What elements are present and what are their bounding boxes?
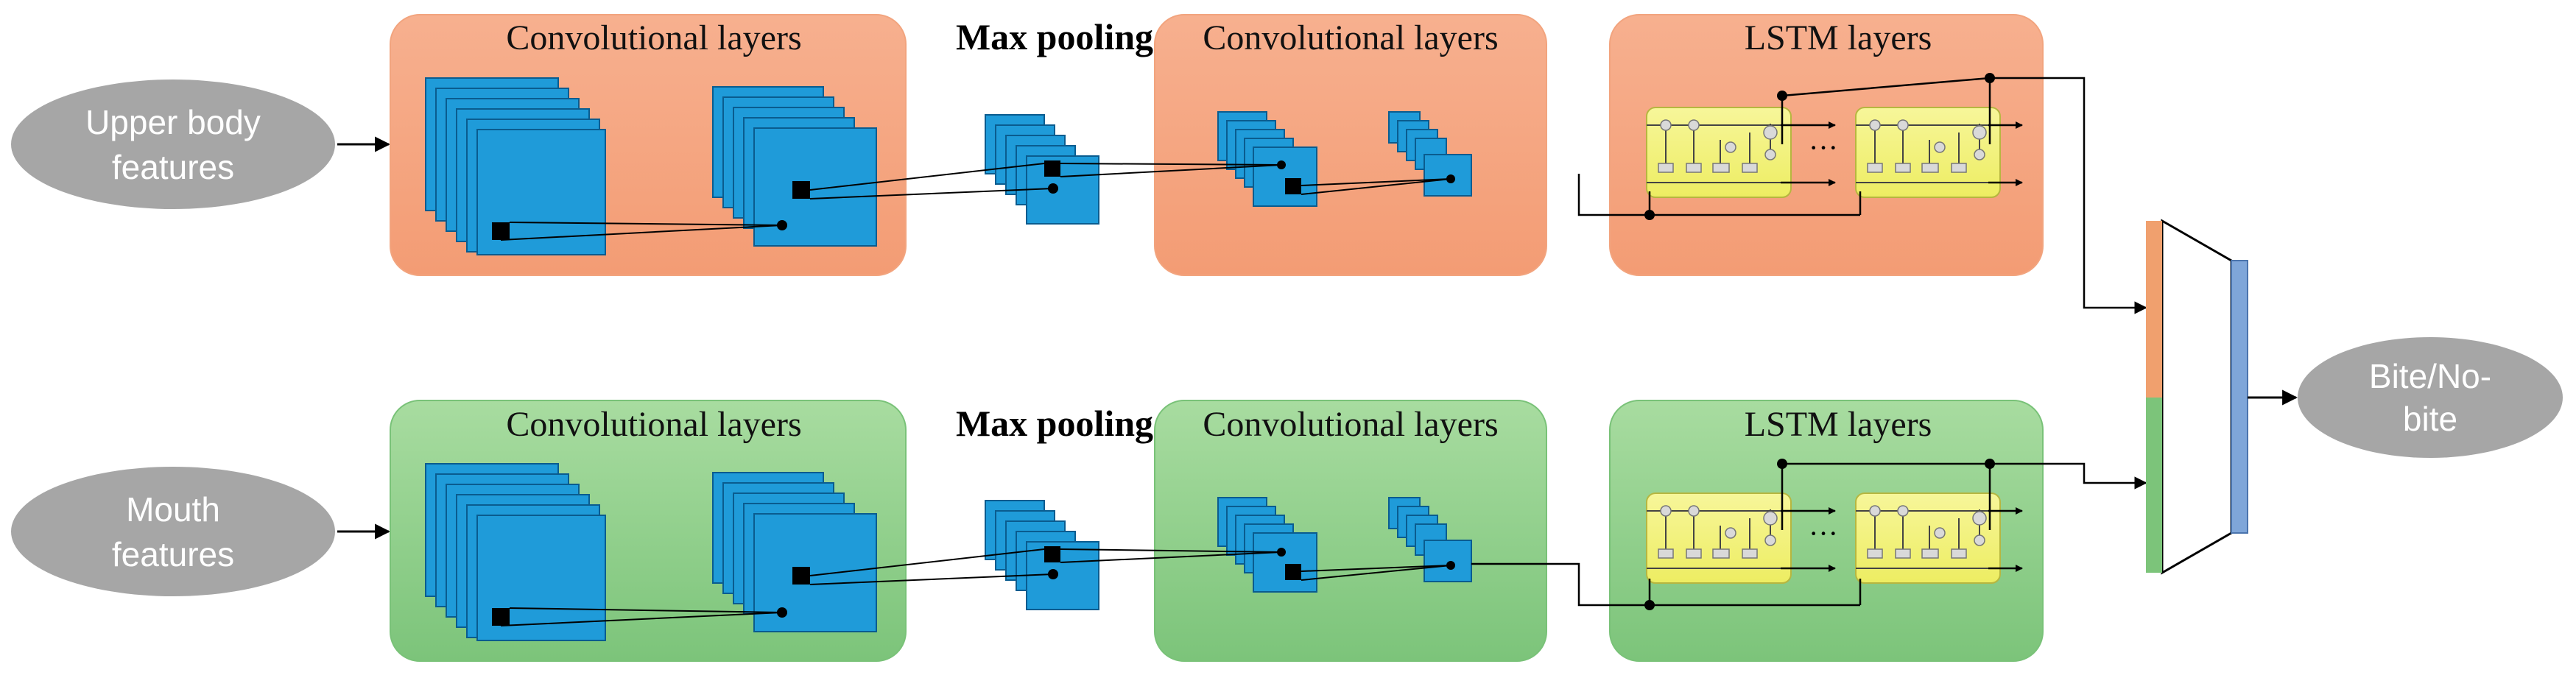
- output-label-line1: Bite/No-: [2369, 357, 2491, 395]
- mouth-pool-stack: [985, 500, 1099, 610]
- upper-conv-title-2: Convolutional layers: [1203, 18, 1498, 57]
- fc-green-segment: [2146, 398, 2162, 573]
- upper-input-label-line2: features: [112, 148, 234, 186]
- mouth-maxpool-title: Max pooling: [956, 403, 1153, 444]
- upper-feature-stack-3: [1217, 111, 1317, 207]
- fully-connected-block: [2146, 219, 2248, 575]
- upper-lstm-title: LSTM layers: [1745, 18, 1932, 57]
- upper-lstm-cell-1: [1646, 107, 1792, 198]
- mouth-feature-stack-1: [425, 463, 606, 641]
- fc-orange-segment: [2146, 221, 2162, 398]
- upper-conv-title-1: Convolutional layers: [506, 18, 801, 57]
- upper-lstm-cell-2: [1855, 107, 2001, 198]
- mouth-input: Mouth features: [11, 467, 335, 596]
- mouth-input-label-line2: features: [112, 535, 234, 573]
- upper-input-label-line1: Upper body: [85, 103, 261, 141]
- upper-pool-stack: [985, 114, 1099, 225]
- upper-body-input: Upper body features: [11, 80, 335, 209]
- output-label-line2: bite: [2403, 400, 2457, 438]
- upper-feature-stack-4: [1388, 111, 1472, 197]
- upper-lstm-ellipsis: ···: [1809, 131, 1838, 164]
- mouth-feature-stack-3: [1217, 497, 1317, 593]
- mouth-feature-stack-4: [1388, 497, 1472, 582]
- mouth-lstm-ellipsis: ···: [1809, 517, 1838, 550]
- mouth-input-label-line1: Mouth: [126, 490, 220, 529]
- upper-feature-stack-1: [425, 77, 606, 255]
- mouth-conv-title-2: Convolutional layers: [1203, 405, 1498, 444]
- upper-maxpool-title: Max pooling: [956, 16, 1153, 57]
- upper-lstm-panel: [1609, 14, 2044, 276]
- upper-branch: Upper body features Convolutional layers: [11, 14, 2147, 314]
- mouth-lstm-cell-2: [1855, 492, 2001, 584]
- bite-nobite-output: Bite/No- bite: [2298, 337, 2563, 458]
- mouth-lstm-cell-1: [1646, 492, 1792, 584]
- mouth-lstm-title: LSTM layers: [1745, 405, 1932, 444]
- upper-feature-stack-2: [712, 86, 877, 247]
- fc-blue-layer: [2231, 260, 2248, 534]
- mouth-lstm-panel: [1609, 400, 2044, 662]
- upper-conv-panel-2: [1154, 14, 1547, 276]
- mouth-conv-title-1: Convolutional layers: [506, 405, 801, 444]
- mouth-branch: Mouth features Convolutional layers Max: [11, 400, 2147, 662]
- mouth-conv-panel-2: [1154, 400, 1547, 662]
